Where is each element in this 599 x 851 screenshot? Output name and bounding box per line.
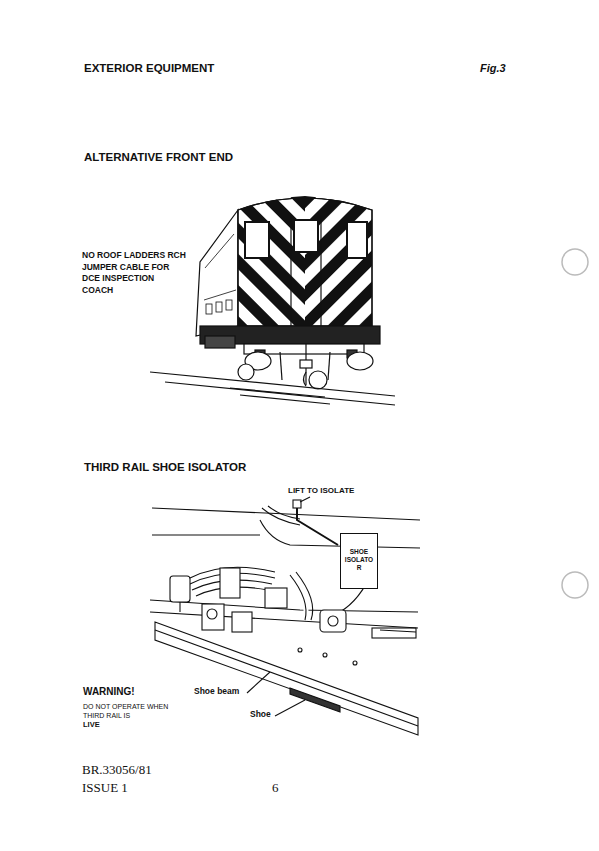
warning-heading: WARNING! <box>83 686 135 697</box>
warning-text: LIVE <box>83 720 100 729</box>
isolator-box: SHOE ISOLATOR <box>340 533 378 589</box>
binder-hole <box>562 572 588 598</box>
issue-number: ISSUE 1 <box>82 780 128 796</box>
bogie-drawing <box>150 486 420 735</box>
part-label: Shoe beam <box>194 686 239 696</box>
document-number: BR.33056/81 <box>82 762 152 778</box>
note-text: NO ROOF LADDERS RCH JUMPER CABLE FOR DCE… <box>82 250 186 296</box>
part-label: Shoe <box>250 709 271 719</box>
binder-hole <box>562 249 588 275</box>
box-label: SHOE ISOLATOR <box>343 548 375 572</box>
page-title: EXTERIOR EQUIPMENT <box>84 62 214 74</box>
figure-number: Fig.3 <box>480 62 506 74</box>
section-heading: THIRD RAIL SHOE ISOLATOR <box>84 461 246 473</box>
page-number: 6 <box>272 780 279 796</box>
section-heading: ALTERNATIVE FRONT END <box>84 151 233 163</box>
callout-label: LIFT TO ISOLATE <box>288 486 354 495</box>
warning-text: DO NOT OPERATE WHEN THIRD RAIL IS <box>83 703 173 720</box>
locomotive-drawing <box>150 190 395 405</box>
